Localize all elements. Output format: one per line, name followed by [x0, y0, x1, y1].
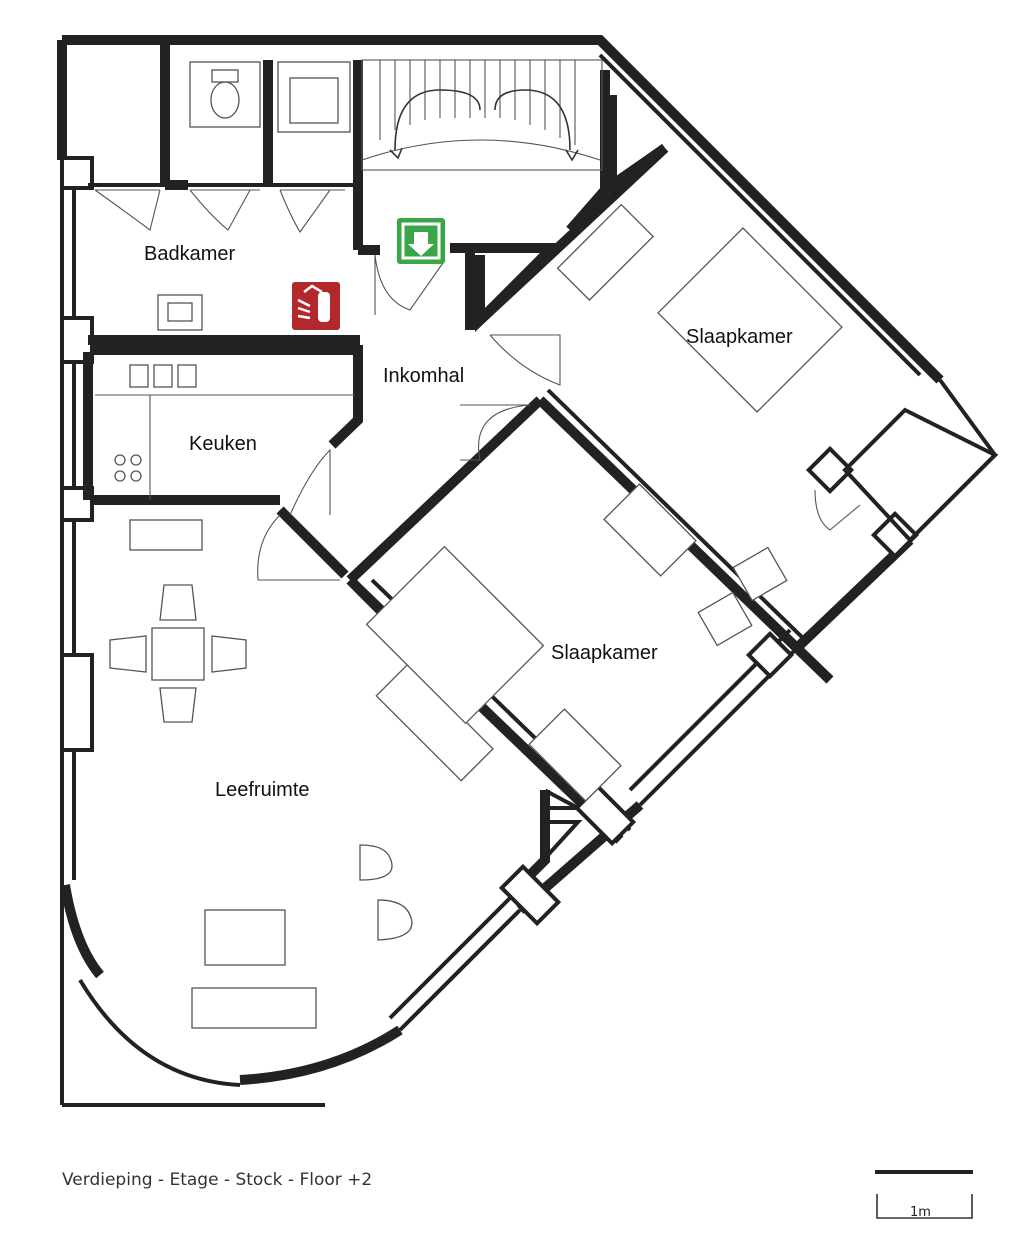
- window-piers: [60, 156, 94, 752]
- floor-caption: Verdieping - Etage - Stock - Floor +2: [62, 1170, 373, 1190]
- room-labels: Badkamer Inkomhal Keuken Slaapkamer Slaa…: [144, 243, 793, 801]
- label-slaapkamer-2: Slaapkamer: [551, 642, 658, 664]
- exterior-walls: [57, 35, 998, 1107]
- bathroom-fixtures: [157, 61, 351, 331]
- emergency-exit-icon: [397, 218, 445, 264]
- label-slaapkamer-1: Slaapkamer: [686, 326, 793, 348]
- bedroom-1-furniture: [556, 203, 843, 647]
- interior-walls: [83, 45, 999, 927]
- fire-extinguisher-icon: [292, 282, 340, 330]
- label-inkomhal: Inkomhal: [383, 365, 464, 387]
- staircase: [361, 59, 603, 171]
- scale-label: 1m: [910, 1205, 931, 1220]
- label-badkamer: Badkamer: [144, 243, 235, 265]
- label-leefruimte: Leefruimte: [215, 779, 310, 801]
- living-room-furniture: [109, 519, 494, 1029]
- scale-bar: 1m: [875, 1170, 973, 1220]
- bedroom-2-furniture: [365, 483, 697, 802]
- doors: [94, 189, 861, 581]
- kitchen-fixtures: [95, 364, 355, 500]
- label-keuken: Keuken: [189, 433, 257, 455]
